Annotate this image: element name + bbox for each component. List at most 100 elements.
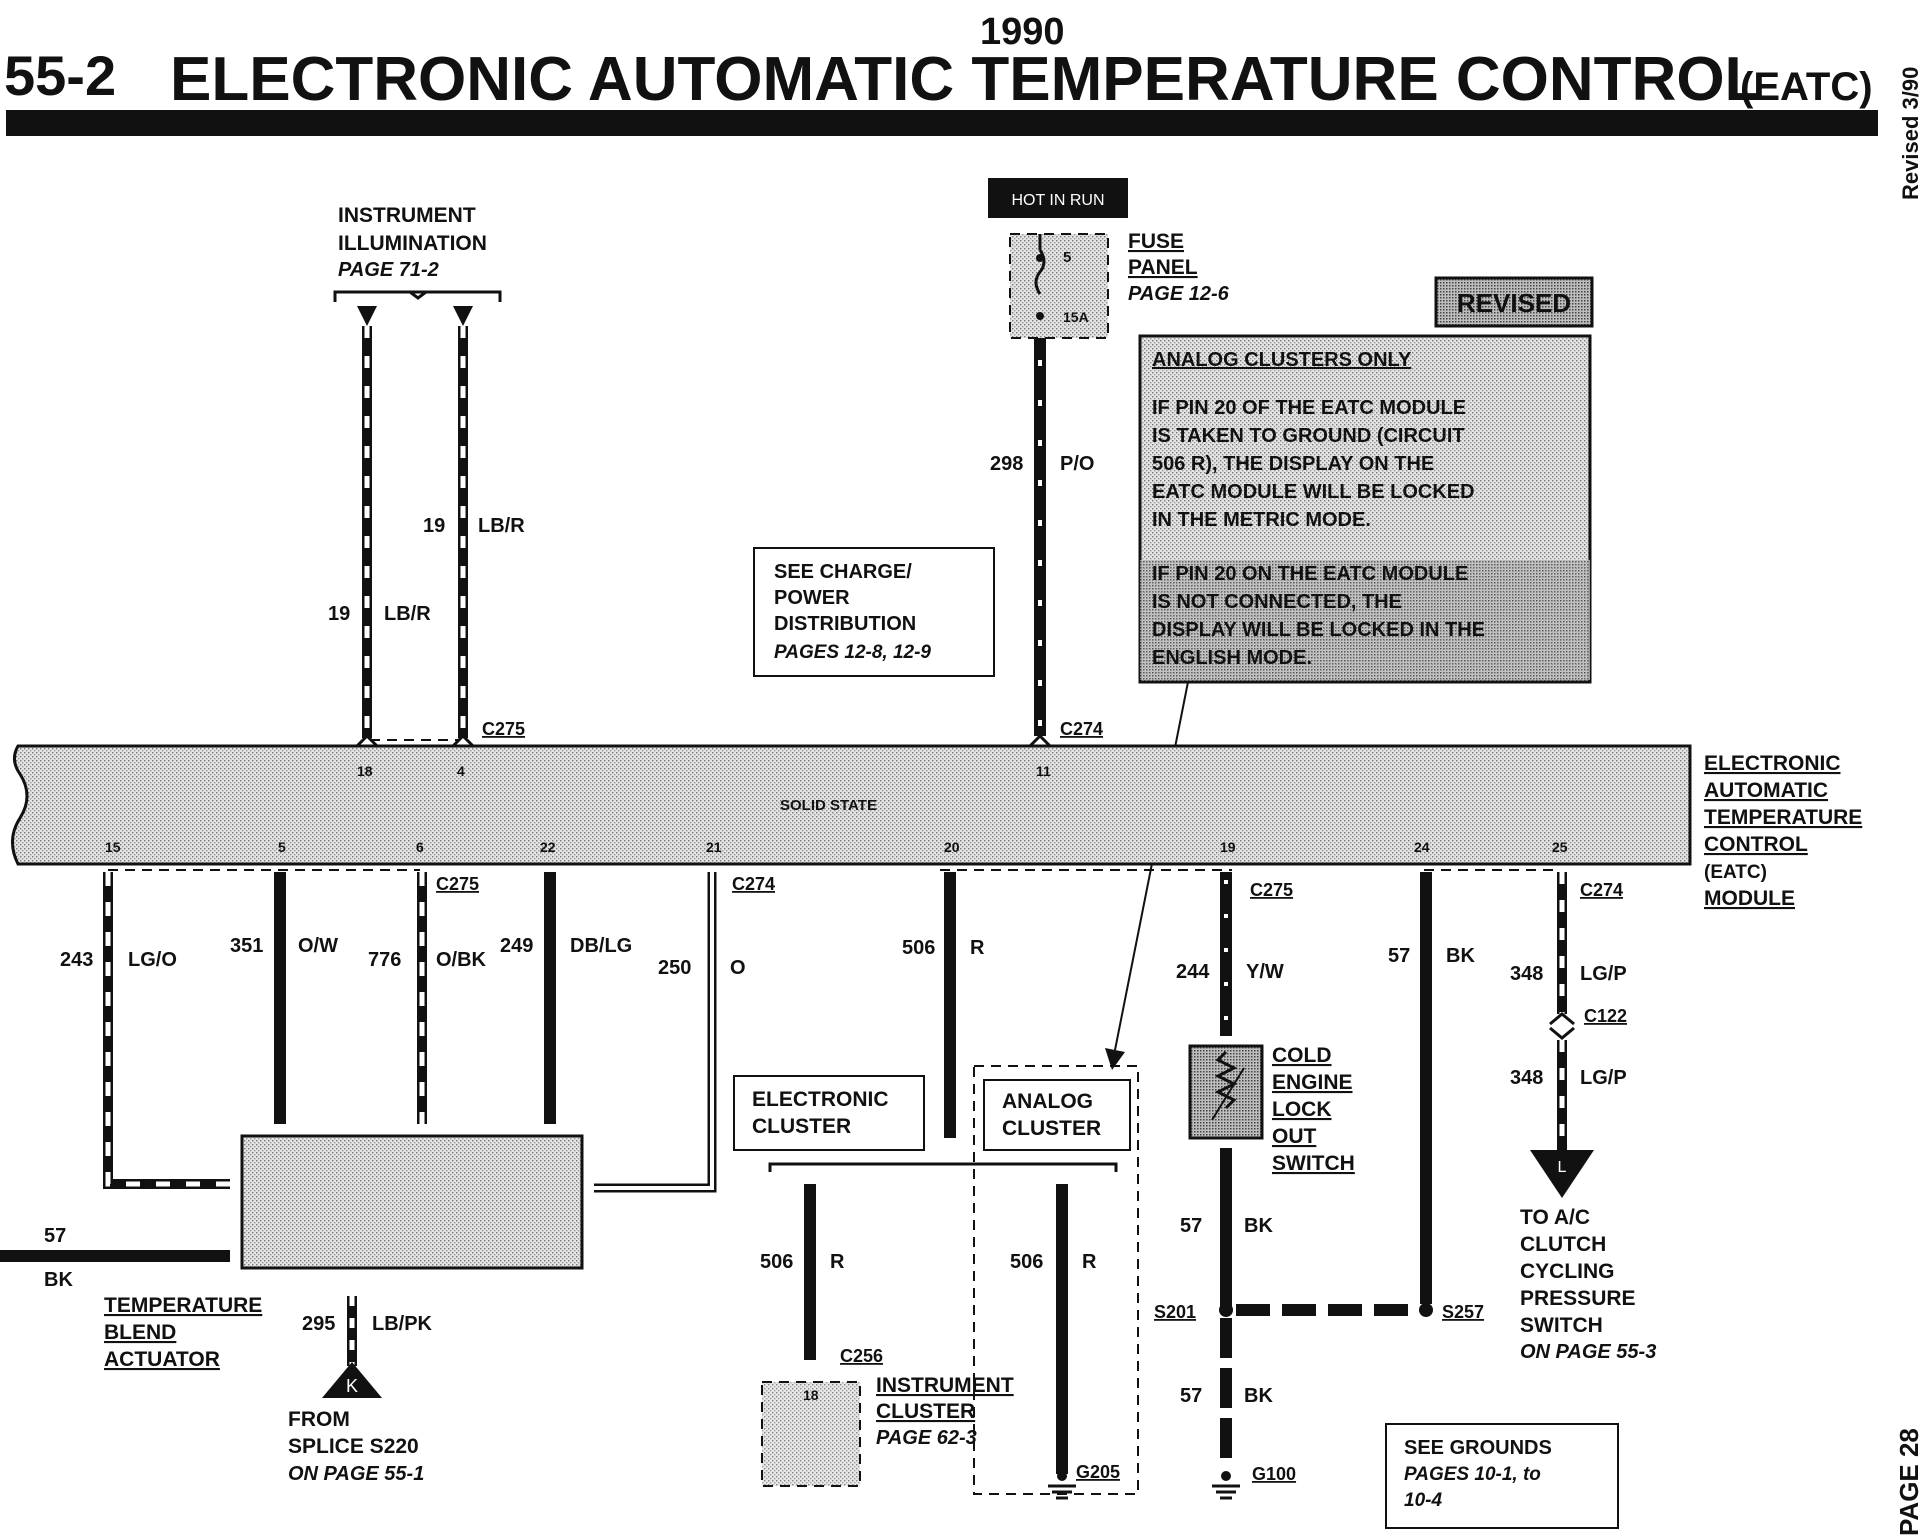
ac-label-3: CYCLING — [1520, 1260, 1615, 1283]
fuse-box — [1010, 234, 1108, 338]
revised-note: Revised 3/90 — [1898, 67, 1922, 200]
wire-57a-number: 57 — [44, 1225, 66, 1247]
illum-page: PAGE 71-2 — [338, 259, 439, 281]
module-pin-18: 18 — [357, 763, 373, 779]
wire-244-number: 244 — [1176, 961, 1210, 983]
c275-top-label: C275 — [482, 719, 525, 739]
illum-arrow-right — [453, 306, 473, 326]
fuse-panel-label-1: FUSE — [1128, 230, 1184, 253]
grounds-frame — [1385, 1423, 1619, 1529]
actuator-label-1: TEMPERATURE — [104, 1294, 262, 1317]
note-p2-line4: ENGLISH MODE. — [1152, 647, 1312, 669]
wire-244-color: Y/W — [1246, 961, 1284, 983]
revised-stamp — [1434, 276, 1594, 328]
ac-label-4: PRESSURE — [1520, 1287, 1636, 1310]
instrument-cluster-pin: 18 — [803, 1387, 819, 1403]
wire-57d-color: BK — [1446, 945, 1475, 967]
cluster-bracket — [768, 1162, 1118, 1172]
wire-348b-color: LG/P — [1580, 1067, 1627, 1089]
wire-250 — [594, 872, 717, 1193]
c274-b-label: C274 — [1580, 880, 1623, 900]
module-pin-19: 19 — [1220, 839, 1236, 855]
cold-engine-4: OUT — [1272, 1125, 1317, 1148]
module-pin-24: 24 — [1414, 839, 1430, 855]
wire-57b-number: 57 — [1180, 1215, 1202, 1237]
wire-298-number: 298 — [990, 453, 1023, 475]
wire-57c-number: 57 — [1180, 1385, 1202, 1407]
note-p1-line1: IF PIN 20 OF THE EATC MODULE — [1152, 397, 1466, 419]
lower-connectors: C275 C274 C275 C274 — [108, 869, 1623, 900]
splice-label-2: SPLICE S220 — [288, 1435, 419, 1458]
wire-19a-color: LB/R — [384, 603, 431, 625]
charge-box-frame — [753, 547, 995, 677]
module-name-2: AUTOMATIC — [1704, 779, 1828, 802]
pin24-section: 57 BK S257 — [1388, 872, 1484, 1322]
hot-in-run-label: HOT IN RUN — [1011, 192, 1104, 209]
cold-engine-section: 244 Y/W COLD ENGINE LOCK OUT SWITCH 57 B… — [1154, 872, 1420, 1500]
splice-k-letter: K — [346, 1376, 358, 1396]
module-pin-20: 20 — [944, 839, 960, 855]
wire-351-color: O/W — [298, 935, 338, 957]
c275-b-label: C275 — [1250, 880, 1293, 900]
electronic-cluster-2: CLUSTER — [752, 1115, 851, 1138]
wire-776-color: O/BK — [436, 949, 487, 971]
splice-label-1: FROM — [288, 1408, 350, 1431]
instrument-cluster-2: CLUSTER — [876, 1400, 975, 1423]
note-pointer — [1114, 681, 1189, 1051]
wire-243-color: LG/O — [128, 949, 177, 971]
analog-cluster-box — [983, 1079, 1131, 1151]
module-name-1: ELECTRONIC — [1704, 752, 1841, 775]
note-p2-line1: IF PIN 20 ON THE EATC MODULE — [1152, 563, 1468, 585]
charge-line-3: DISTRIBUTION — [774, 613, 916, 635]
wire-243-number: 243 — [60, 949, 93, 971]
module-pin-5: 5 — [278, 839, 286, 855]
g205-label: G205 — [1076, 1462, 1120, 1482]
wire-506c-color: R — [1082, 1251, 1097, 1273]
wire-295-color: LB/PK — [372, 1313, 433, 1335]
wire-57b-color: BK — [1244, 1215, 1273, 1237]
ac-arrow — [1530, 1150, 1594, 1198]
wire-506-color: R — [970, 937, 985, 959]
wire-19b-number: 19 — [423, 515, 445, 537]
note-p1-line4: EATC MODULE WILL BE LOCKED — [1152, 481, 1475, 503]
grounds-heading: SEE GROUNDS — [1404, 1437, 1552, 1459]
wire-249-number: 249 — [500, 935, 533, 957]
cluster-section: 506 R ELECTRONIC CLUSTER ANALOG CLUSTER … — [733, 872, 1139, 1500]
note-p1-line3: 506 R), THE DISPLAY ON THE — [1152, 453, 1434, 475]
analog-cluster-1: ANALOG — [1002, 1090, 1093, 1113]
fuse-panel-page: PAGE 12-6 — [1128, 283, 1230, 305]
c256-label: C256 — [840, 1346, 883, 1366]
ac-section: 348 LG/P C122 348 LG/P L TO A/C CLUTCH C… — [1510, 872, 1656, 1363]
cold-engine-1: COLD — [1272, 1044, 1332, 1067]
wire-295-number: 295 — [302, 1313, 335, 1335]
fuse-panel-label-2: PANEL — [1128, 256, 1198, 279]
module-pin-11: 11 — [1036, 763, 1051, 779]
c122-label: C122 — [1584, 1006, 1627, 1026]
charge-page: PAGES 12-8, 12-9 — [774, 642, 931, 663]
wire-351-number: 351 — [230, 935, 263, 957]
ac-label-5: SWITCH — [1520, 1314, 1603, 1337]
module-pin-6: 6 — [416, 839, 424, 855]
wire-19b-color: LB/R — [478, 515, 525, 537]
actuator-wires: 243 LG/O 351 O/W 776 O/BK 249 DB/LG 250 … — [0, 872, 746, 1485]
wire-250-number: 250 — [658, 957, 691, 979]
module-name-4: CONTROL — [1704, 833, 1808, 856]
module-name-3: TEMPERATURE — [1704, 806, 1862, 829]
analog-note: REVISED ANALOG CLUSTERS ONLY IF PIN 20 O… — [1105, 276, 1594, 1070]
wire-57c-color: BK — [1244, 1385, 1273, 1407]
instrument-cluster-page: PAGE 62-3 — [876, 1427, 977, 1449]
illum-label-1: INSTRUMENT — [338, 204, 476, 227]
eatc-module: SOLID STATE 18 4 11 15 5 6 22 21 20 19 2… — [11, 744, 1862, 910]
cold-engine-2: ENGINE — [1272, 1071, 1353, 1094]
wire-348a-color: LG/P — [1580, 963, 1627, 985]
wire-249-color: DB/LG — [570, 935, 632, 957]
module-name-6: MODULE — [1704, 887, 1795, 910]
wire-506b-number: 506 — [760, 1251, 793, 1273]
module-name-5: (EATC) — [1704, 862, 1767, 883]
s201-label: S201 — [1154, 1302, 1196, 1322]
wire-506b-color: R — [830, 1251, 845, 1273]
c275-a-label: C275 — [436, 874, 479, 894]
charge-line-1: SEE CHARGE/ — [774, 561, 912, 583]
page-title-suffix: (EATC) — [1740, 65, 1873, 109]
